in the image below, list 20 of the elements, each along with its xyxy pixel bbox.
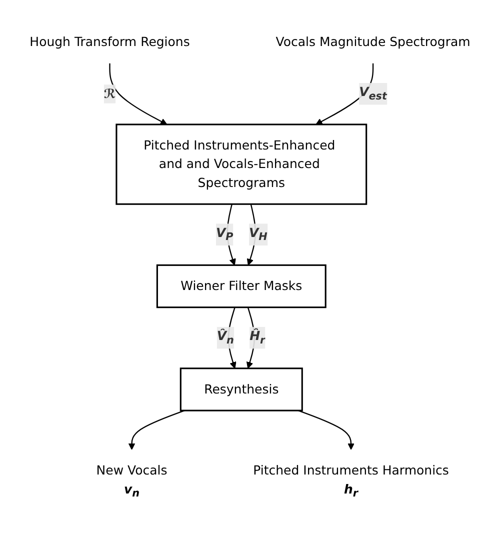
node-box: Resynthesis (180, 368, 303, 412)
edge-label: V$_{est}$ (359, 84, 387, 103)
edge-label: V$_{H}$ (248, 225, 268, 244)
node-label: v$_{n}$ (124, 482, 140, 500)
arrow (246, 307, 255, 369)
edge-label: V$_{P}$ (216, 225, 234, 244)
arrow (228, 307, 236, 369)
node-box: Wiener Filter Masks (156, 264, 326, 308)
node-text: Pitched Instruments Harmonics (253, 462, 449, 478)
arrow (246, 204, 256, 266)
node-label: h$_{r}$ (344, 482, 358, 500)
arrow (109, 63, 168, 125)
edge-label: V̂$_{n}$ (216, 328, 234, 347)
node-text: Vocals Magnitude Spectrogram (276, 34, 470, 50)
node-text: Hough Transform Regions (30, 34, 190, 50)
node-text: New Vocals (96, 462, 168, 478)
arrow (128, 410, 185, 450)
arrow (298, 410, 354, 450)
node-box: Pitched Instruments-Enhanced and and Vocals-Enhanced Spectrograms (116, 124, 368, 205)
edge-label: ℛ (104, 86, 116, 101)
